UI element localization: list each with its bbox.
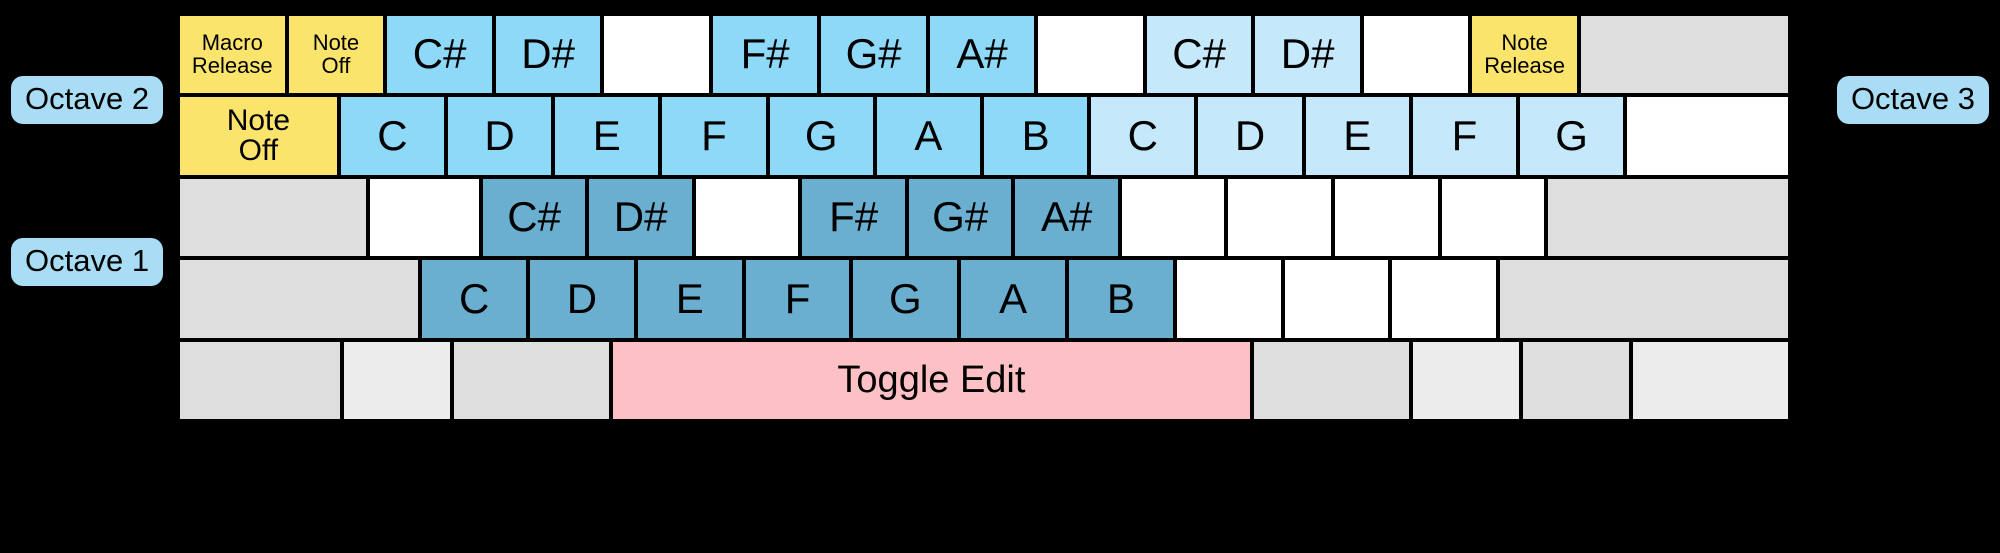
key-c-sharp-r0c2[interactable]: C# xyxy=(385,14,494,96)
key-blank-r2c8[interactable] xyxy=(1119,176,1227,259)
key-macro-release-r0c0[interactable]: Macro Release xyxy=(178,14,287,96)
key-blank-r3c9[interactable] xyxy=(1282,258,1391,340)
key-note-release-r0c12[interactable]: Note Release xyxy=(1470,14,1579,96)
key-f-sharp-r0c5[interactable]: F# xyxy=(710,14,820,96)
key-blank-r4c0[interactable] xyxy=(178,339,343,422)
key-c-sharp-r2c2[interactable]: C# xyxy=(480,176,588,259)
key-a-sharp-r0c7[interactable]: A# xyxy=(927,14,1037,96)
key-note-off-r0c1[interactable]: Note Off xyxy=(286,14,386,96)
key-blank-r4c4[interactable] xyxy=(1251,339,1411,422)
key-c-sharp-r0c9[interactable]: C# xyxy=(1144,14,1254,96)
key-g-sharp-r0c6[interactable]: G# xyxy=(819,14,928,96)
key-note-off-r1c0[interactable]: Note Off xyxy=(178,95,339,177)
key-f-sharp-r2c5[interactable]: F# xyxy=(800,176,907,259)
keyboard-row-home-row: C#D# F#G#A# xyxy=(178,176,1790,259)
key-f-r3c4[interactable]: F xyxy=(743,258,852,340)
octave-label-3: Octave 3 xyxy=(1836,76,1989,124)
key-blank-r2c12[interactable] xyxy=(1546,176,1790,259)
key-blank-r4c2[interactable] xyxy=(452,339,612,422)
key-blank-r2c9[interactable] xyxy=(1226,176,1333,259)
key-a-r3c6[interactable]: A xyxy=(959,258,1068,340)
key-f-r1c4[interactable]: F xyxy=(660,95,768,177)
key-blank-r4c7[interactable] xyxy=(1631,339,1790,422)
key-d-r3c2[interactable]: D xyxy=(528,258,636,340)
key-d-r1c2[interactable]: D xyxy=(446,95,554,177)
key-d-r1c9[interactable]: D xyxy=(1196,95,1304,177)
key-blank-r2c10[interactable] xyxy=(1333,176,1440,259)
octave-label-1: Octave 1 xyxy=(11,238,164,286)
key-blank-r0c13[interactable] xyxy=(1578,14,1790,96)
key-toggle-edit-r4c3[interactable]: Toggle Edit xyxy=(611,339,1252,422)
key-blank-r0c11[interactable] xyxy=(1361,14,1471,96)
key-blank-r2c11[interactable] xyxy=(1439,176,1547,259)
key-e-r1c3[interactable]: E xyxy=(553,95,661,177)
key-a-sharp-r2c7[interactable]: A# xyxy=(1013,176,1120,259)
key-blank-r2c4[interactable] xyxy=(693,176,801,259)
key-blank-r4c6[interactable] xyxy=(1520,339,1632,422)
key-b-r3c7[interactable]: B xyxy=(1067,258,1175,340)
key-blank-r3c10[interactable] xyxy=(1390,258,1499,340)
key-g-sharp-r2c6[interactable]: G# xyxy=(906,176,1014,259)
key-f-r1c11[interactable]: F xyxy=(1410,95,1519,177)
keyboard-row-space-row: Toggle Edit xyxy=(178,339,1790,422)
key-d-sharp-r0c10[interactable]: D# xyxy=(1253,14,1362,96)
key-blank-r0c8[interactable] xyxy=(1036,14,1145,96)
key-g-r1c12[interactable]: G xyxy=(1518,95,1626,177)
key-d-sharp-r2c3[interactable]: D# xyxy=(587,176,694,259)
key-blank-r3c8[interactable] xyxy=(1174,258,1283,340)
key-blank-r3c11[interactable] xyxy=(1498,258,1790,340)
octave-label-2: Octave 2 xyxy=(11,76,164,124)
key-blank-r4c5[interactable] xyxy=(1410,339,1521,422)
key-blank-r0c4[interactable] xyxy=(602,14,711,96)
key-b-r1c7[interactable]: B xyxy=(982,95,1090,177)
key-g-r1c5[interactable]: G xyxy=(767,95,875,177)
key-c-r1c1[interactable]: C xyxy=(338,95,446,177)
key-blank-r1c13[interactable] xyxy=(1625,95,1790,177)
key-d-sharp-r0c3[interactable]: D# xyxy=(493,14,603,96)
key-blank-r2c1[interactable] xyxy=(367,176,481,259)
key-e-r3c3[interactable]: E xyxy=(635,258,744,340)
key-blank-r2c0[interactable] xyxy=(178,176,368,259)
key-g-r3c5[interactable]: G xyxy=(851,258,960,340)
key-a-r1c6[interactable]: A xyxy=(874,95,983,177)
key-blank-r3c0[interactable] xyxy=(178,258,421,340)
key-c-r1c8[interactable]: C xyxy=(1089,95,1197,177)
key-blank-r4c1[interactable] xyxy=(342,339,453,422)
key-c-r3c1[interactable]: C xyxy=(420,258,529,340)
key-e-r1c10[interactable]: E xyxy=(1303,95,1411,177)
